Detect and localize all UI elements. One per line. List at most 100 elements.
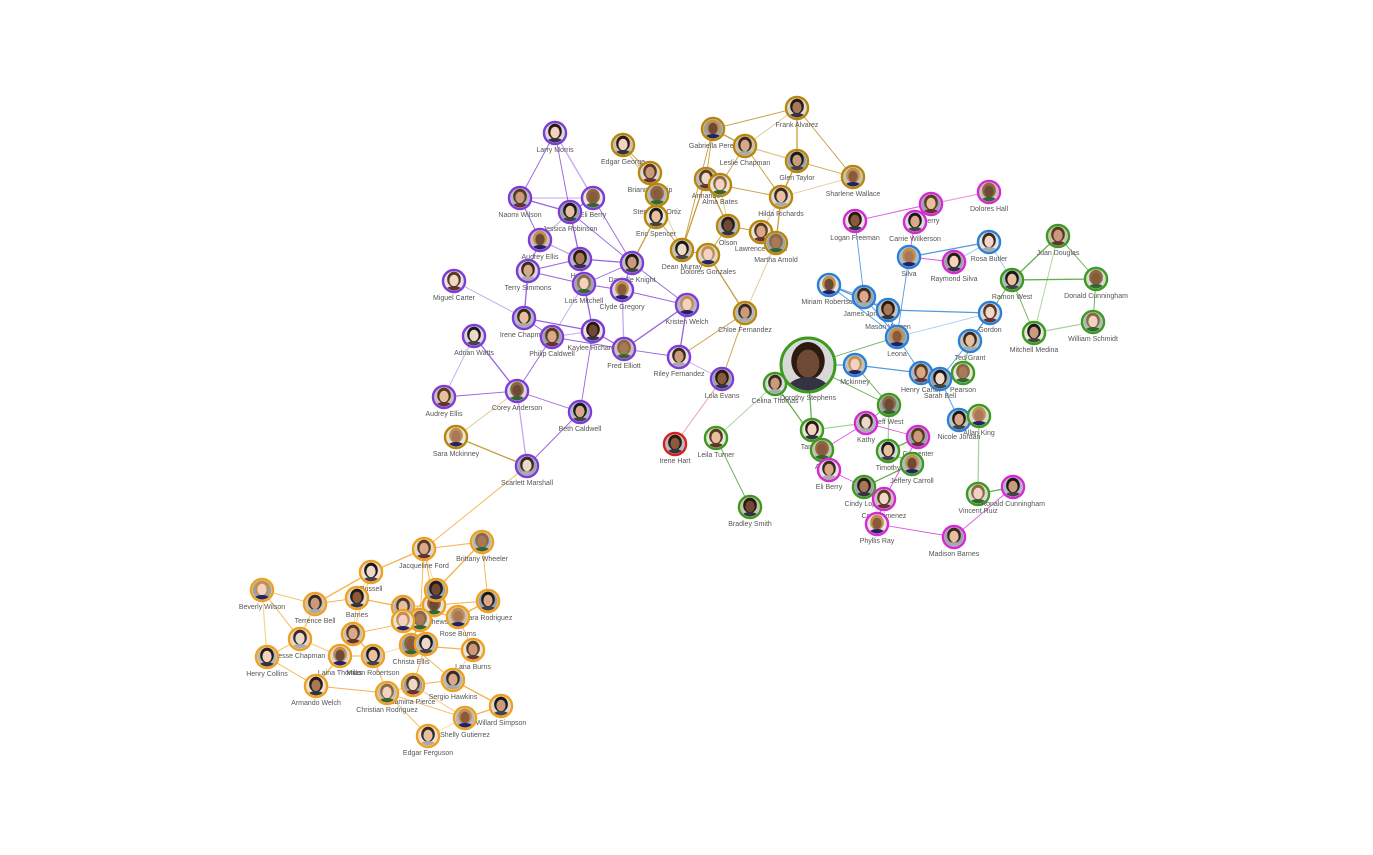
node-ronald[interactable]: Ronald Cunningham: [981, 474, 1045, 508]
node-o2[interactable]: [340, 621, 366, 650]
node-juan[interactable]: Juan Douglas: [1037, 223, 1080, 257]
node-perry[interactable]: Perry: [918, 191, 944, 225]
node-ramon[interactable]: Ramon West: [992, 267, 1032, 301]
node-willard[interactable]: Willard Simpson: [476, 693, 527, 727]
node-kristen[interactable]: Kristen Welch: [665, 292, 709, 326]
node-sara[interactable]: Sara Mckinney: [433, 424, 480, 458]
node-sararod[interactable]: Sara Rodriguez: [464, 588, 513, 622]
node-eliberry2[interactable]: Eli Berry: [816, 457, 843, 491]
node-sharlene[interactable]: Sharlene Wallace: [826, 164, 881, 198]
node-tammy1[interactable]: Tammy: [799, 417, 825, 451]
node-celina[interactable]: Celina Thomas: [752, 371, 799, 405]
node-terrence[interactable]: Terrence Bell: [295, 591, 336, 625]
node-cindy[interactable]: Cindy Lopez: [845, 474, 884, 508]
node-martha[interactable]: Martha Arnold: [754, 230, 798, 264]
node-william[interactable]: William Schmidt: [1068, 309, 1118, 343]
node-fred[interactable]: Fred Elliott: [607, 336, 641, 370]
node-irene[interactable]: Irene Chapman: [500, 305, 548, 339]
node-dknight[interactable]: Danielle Knight: [608, 250, 656, 284]
node-jesse[interactable]: Jesse Chapman: [275, 626, 326, 660]
node-jeffery[interactable]: Jeffery Carroll: [890, 451, 934, 485]
node-irenehart[interactable]: Irene Hart: [659, 431, 691, 465]
node-lainat[interactable]: Laina Thomas: [318, 643, 363, 677]
node-edgarf[interactable]: Edgar Ferguson: [403, 723, 453, 757]
node-leila[interactable]: Leila Turner: [698, 425, 736, 459]
node-phyllis[interactable]: Phyllis Ray: [860, 511, 895, 545]
node-lanab[interactable]: Lana Burns: [455, 637, 491, 671]
node-kathy[interactable]: Kathy: [853, 410, 879, 444]
node-mason[interactable]: Mason Warren: [865, 297, 911, 331]
node-o5[interactable]: [390, 608, 416, 637]
node-carrie[interactable]: Carrie Wilkerson: [889, 209, 941, 243]
node-terry[interactable]: Terry Simmons: [505, 258, 552, 292]
node-allan[interactable]: Allan King: [963, 403, 995, 437]
node-raymond[interactable]: Raymond Silva: [930, 249, 978, 283]
node-lola[interactable]: Lola Evans: [705, 366, 740, 400]
node-olson[interactable]: Olson: [715, 213, 741, 247]
node-edgarg[interactable]: Edgar George: [601, 132, 645, 166]
node-kaylee[interactable]: Kaylee Richards: [568, 318, 619, 352]
node-jessica[interactable]: Jessica Robinson: [543, 199, 598, 233]
node-o4[interactable]: [413, 631, 439, 660]
node-vincent[interactable]: Vincent Ruiz: [958, 481, 998, 515]
node-armandow[interactable]: Armando Welch: [291, 673, 341, 707]
node-glen[interactable]: Glen Taylor: [779, 148, 815, 182]
node-henryc[interactable]: Henry Carter: [901, 360, 942, 394]
node-gabriella[interactable]: Gabriella Perez: [689, 116, 738, 150]
node-ted[interactable]: Ted Grant: [955, 328, 986, 362]
node-leslie[interactable]: Leslie Chapman: [720, 133, 771, 167]
node-lois[interactable]: Lois Mitchell: [565, 271, 604, 305]
node-beth[interactable]: Beth Caldwell: [559, 399, 602, 433]
node-christian[interactable]: Christian Rodriguez: [356, 680, 418, 714]
node-hilda[interactable]: Hilda Richards: [758, 184, 804, 218]
node-bradley[interactable]: Bradley Smith: [728, 494, 772, 528]
node-gordon[interactable]: Gordon: [977, 300, 1003, 334]
node-jamesj[interactable]: James Jones: [843, 284, 885, 318]
node-doloresh[interactable]: Dolores Hall: [970, 179, 1009, 213]
node-donald[interactable]: Donald Cunningham: [1064, 266, 1128, 300]
node-rosa[interactable]: Rosa Butler: [971, 229, 1008, 263]
node-henrycol[interactable]: Henry Collins: [246, 644, 288, 678]
node-big[interactable]: Dorothy Stephens: [779, 336, 837, 404]
node-dolores1[interactable]: Dolores Gonzales: [680, 242, 736, 276]
node-milton[interactable]: Milton Robertson: [347, 643, 400, 677]
node-brittany[interactable]: Brittany Wheeler: [456, 529, 509, 563]
node-russell[interactable]: Russell: [358, 559, 384, 593]
node-naomi[interactable]: Naomi Wilson: [498, 185, 542, 219]
node-mitchell[interactable]: Mitchell Medina: [1010, 320, 1059, 354]
node-riley[interactable]: Riley Fernandez: [654, 344, 705, 378]
node-sarah[interactable]: Sarah Bell: [924, 366, 957, 400]
node-miriam[interactable]: Miriam Robertson: [801, 272, 857, 306]
node-o3[interactable]: [407, 607, 433, 636]
node-lamina[interactable]: Lamina Pierce: [391, 672, 436, 706]
node-audreye[interactable]: Audrey Ellis: [426, 384, 463, 418]
node-clyde[interactable]: Clyde Gregory: [599, 277, 645, 311]
node-eric[interactable]: Eric Spencer: [636, 204, 677, 238]
node-jacqueline[interactable]: Jacqueline Ford: [399, 536, 449, 570]
node-barnes[interactable]: Barnes: [344, 585, 370, 619]
node-adrian[interactable]: Adrian Watts: [454, 323, 494, 357]
node-sergio[interactable]: Sergio Hawkins: [429, 667, 478, 701]
node-beverly[interactable]: Beverly Wilson: [239, 577, 285, 611]
node-chloe[interactable]: Chloe Fernandez: [718, 300, 772, 334]
node-jeff[interactable]: Jeff West: [875, 392, 904, 426]
node-frank[interactable]: Frank Alvarez: [776, 95, 819, 129]
node-logan[interactable]: Logan Freeman: [830, 208, 880, 242]
node-pearson[interactable]: Pearson: [950, 360, 976, 394]
node-rosab[interactable]: Rose Burns: [440, 604, 477, 638]
node-leona[interactable]: Leona: [884, 324, 910, 358]
node-audrey[interactable]: Audrey Ellis: [522, 227, 559, 261]
node-shelly[interactable]: Shelly Gutierrez: [440, 705, 490, 739]
node-miguel[interactable]: Miguel Carter: [433, 268, 476, 302]
node-timothy[interactable]: Timothy: [876, 438, 901, 472]
node-eliberry1[interactable]: Eli Berry: [580, 185, 607, 219]
node-madison[interactable]: Madison Barnes: [929, 524, 980, 558]
node-philip[interactable]: Philip Caldwell: [529, 324, 575, 358]
node-scarlett[interactable]: Scarlett Marshall: [501, 453, 554, 487]
node-dean[interactable]: Dean Murray: [662, 237, 703, 271]
node-larry[interactable]: Larry Morris: [536, 120, 574, 154]
node-o1[interactable]: [423, 577, 449, 606]
node-silva1[interactable]: Silva: [896, 244, 922, 278]
node-mckinney[interactable]: Mckinney: [840, 352, 870, 386]
